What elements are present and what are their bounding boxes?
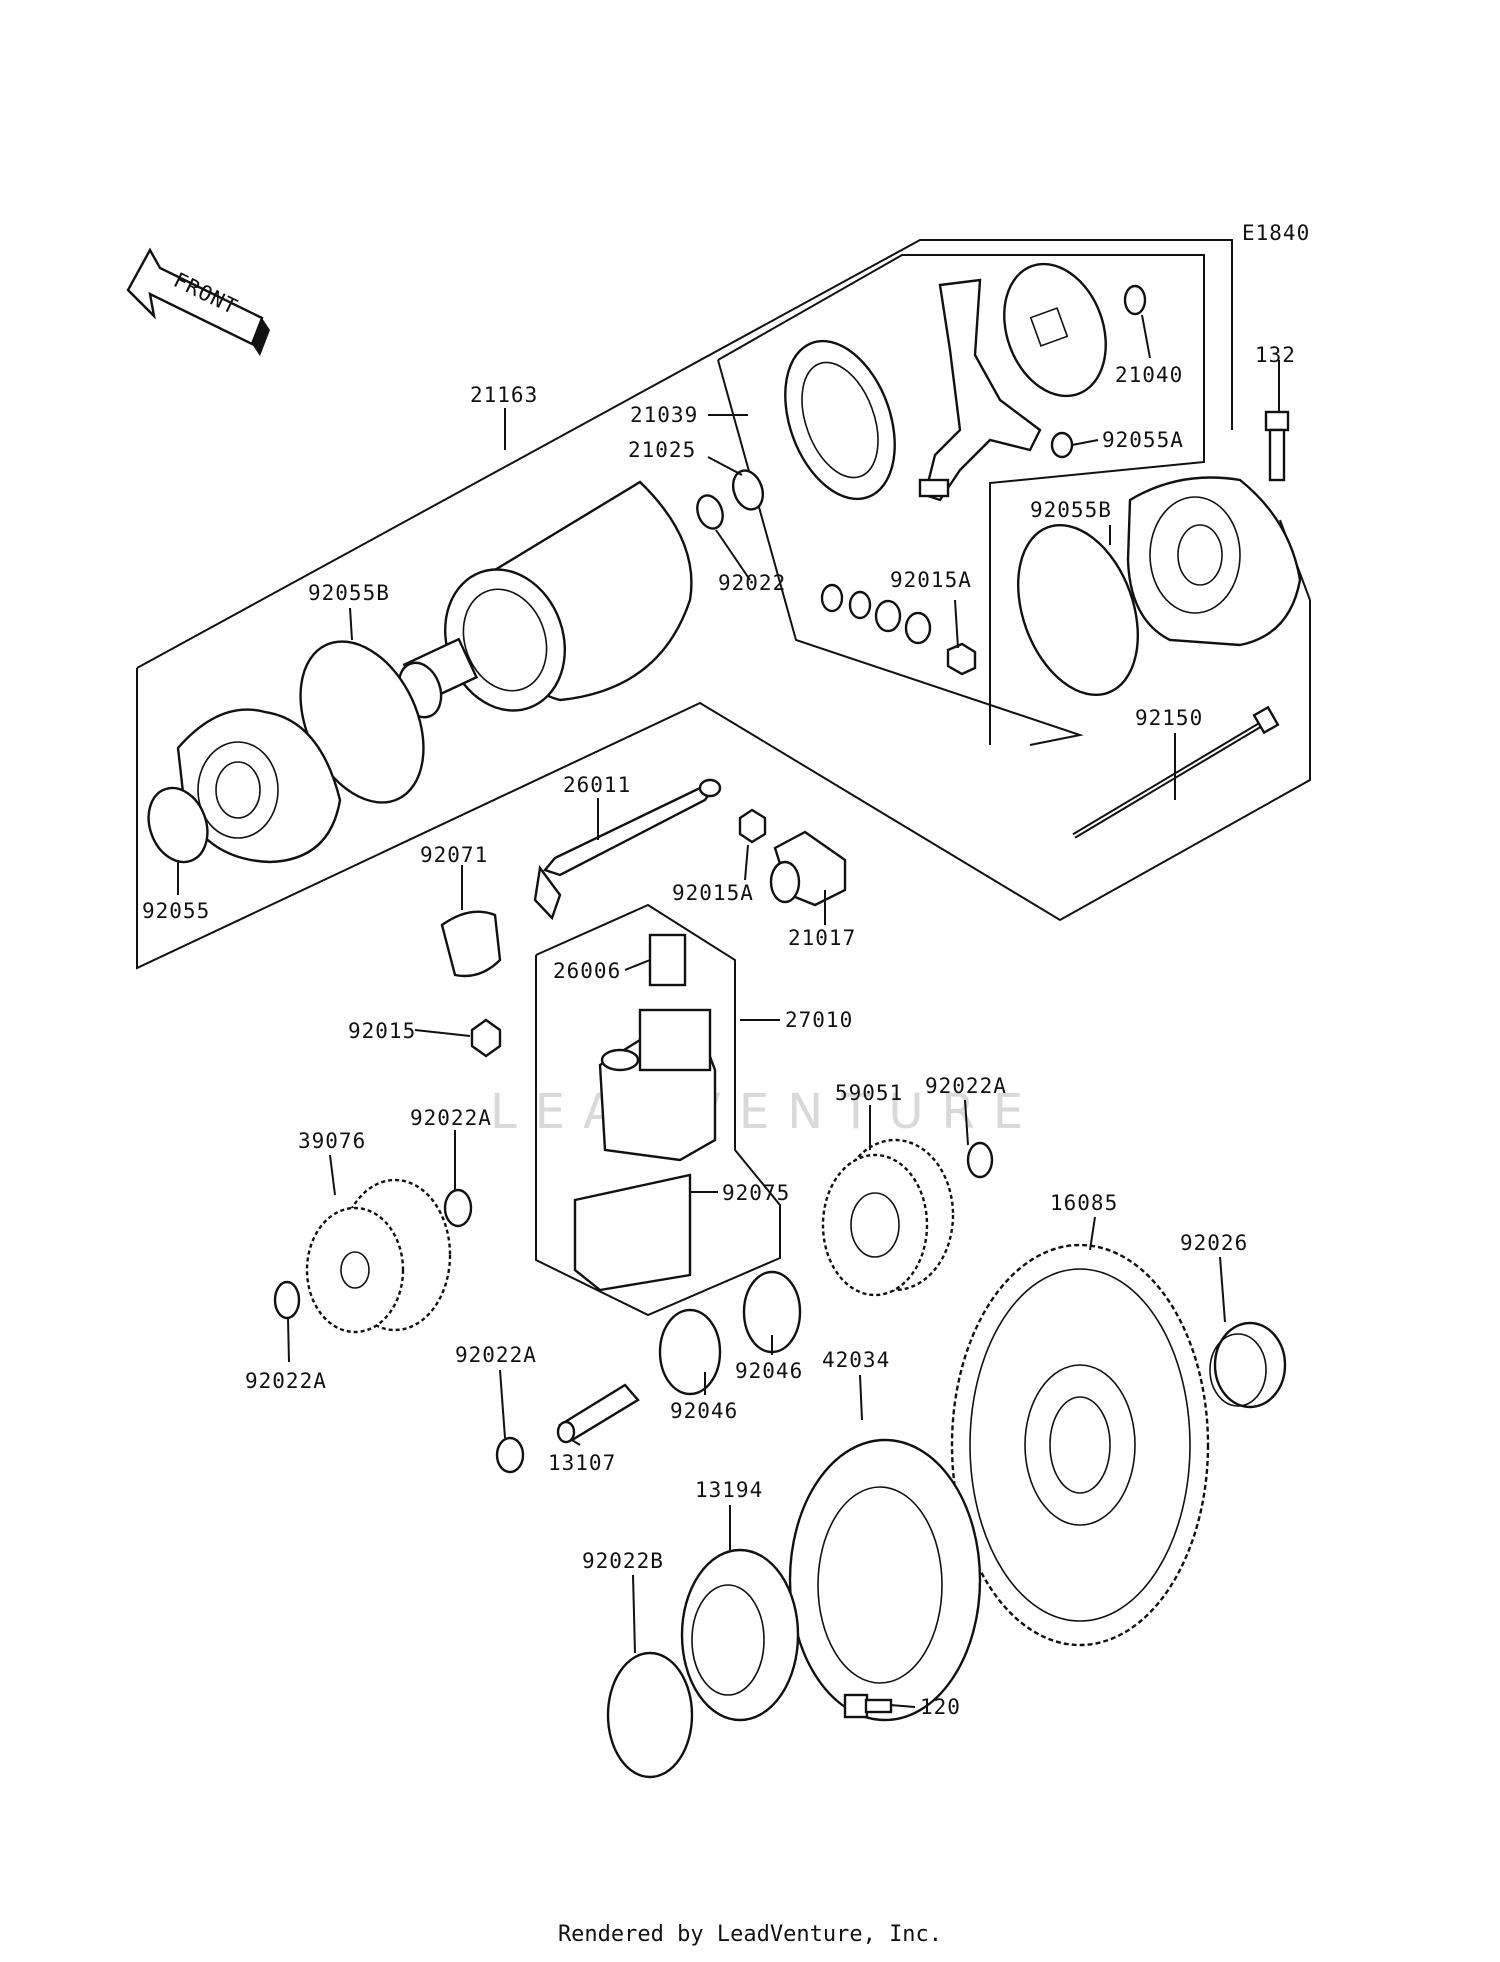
label-92055a: 92055A [1102,428,1184,452]
label-92022a-bottom-left: 92022A [245,1369,327,1393]
gear-59051 [821,1138,955,1297]
label-92046-b: 92046 [735,1359,803,1383]
front-cover-part [176,708,342,864]
diagram-code: E1840 [1242,221,1310,245]
nut-92015a-mid [738,808,767,844]
starter-relay-27010 [598,1008,717,1162]
washer-92022a-center [495,1436,525,1474]
label-132: 132 [1255,343,1296,367]
rear-cover-part [1126,476,1302,647]
idle-gear-39076 [305,1178,452,1334]
label-42034: 42034 [822,1348,890,1372]
label-92022a-center: 92022A [455,1343,537,1367]
through-bolt-92150 [1072,705,1280,839]
cable-26011 [533,778,722,921]
bolt-132 [1264,410,1290,482]
label-120: 120 [920,1695,961,1719]
label-21163: 21163 [470,383,538,407]
relay-box-outline [535,903,781,1317]
washer-21025 [731,469,765,511]
label-92022: 92022 [718,571,786,595]
o-ring-92055 [147,786,209,864]
label-92022b: 92022B [582,1549,664,1573]
washer-92022 [696,494,724,530]
watermark-text: LEADVENTURE [490,1084,1041,1140]
label-26006: 26006 [553,959,621,983]
part-labels: 21163 21039 21025 92022 21040 92055A 132… [142,343,1296,1719]
label-26011: 26011 [563,773,631,797]
label-27010: 27010 [785,1008,853,1032]
label-92055b-left: 92055B [308,581,390,605]
washer-92022a-bottom-left [273,1280,301,1320]
label-16085: 16085 [1050,1191,1118,1215]
cap-21017 [769,830,847,907]
label-92015a-mid: 92015A [672,881,754,905]
yoke-part [397,480,693,719]
label-92150: 92150 [1135,706,1203,730]
label-92022a-right: 92022A [925,1074,1007,1098]
cap-92071 [440,910,502,978]
label-13194: 13194 [695,1478,763,1502]
leader-lines [177,314,1280,1708]
label-13107: 13107 [548,1451,616,1475]
starter-gear-16085 [950,1243,1210,1647]
label-92055b-top: 92055B [1030,498,1112,522]
label-21025: 21025 [628,438,696,462]
washer-92022a-right [966,1141,994,1179]
label-92055: 92055 [142,899,210,923]
label-92022a-left: 92022A [410,1106,492,1130]
o-ring-92055b-right [1016,523,1140,697]
label-92015: 92015 [348,1019,416,1043]
label-59051: 59051 [835,1081,903,1105]
relay-cover-92075 [573,1173,692,1292]
clutch-housing-42034 [788,1438,982,1722]
label-39076: 39076 [298,1129,366,1153]
label-21039: 21039 [630,403,698,427]
label-92071: 92071 [420,843,488,867]
label-92015a-top: 92015A [890,568,972,592]
label-92046-a: 92046 [670,1399,738,1423]
label-21017: 21017 [788,926,856,950]
washer-stack [820,583,977,676]
footer-credit: Rendered by LeadVenture, Inc. [557,1922,943,1947]
nut-92015 [470,1018,502,1058]
label-21040: 21040 [1115,363,1183,387]
washer-92022a-left [443,1188,473,1228]
bearing-92026 [1209,1321,1287,1409]
needle-bearing-92046-a [658,1308,722,1396]
label-92075: 92075 [722,1181,790,1205]
bushing-21040 [1123,284,1147,316]
o-ring-92055a [1050,431,1074,459]
shaft-13107 [556,1383,640,1444]
washer-92022b [606,1651,694,1779]
fuse-26006 [648,933,687,987]
label-92026: 92026 [1180,1231,1248,1255]
front-arrow-icon: FRONT [126,247,270,356]
one-way-clutch-13194 [680,1548,800,1722]
brush-holder-part [784,339,896,501]
brush-plate-part [918,262,1107,502]
